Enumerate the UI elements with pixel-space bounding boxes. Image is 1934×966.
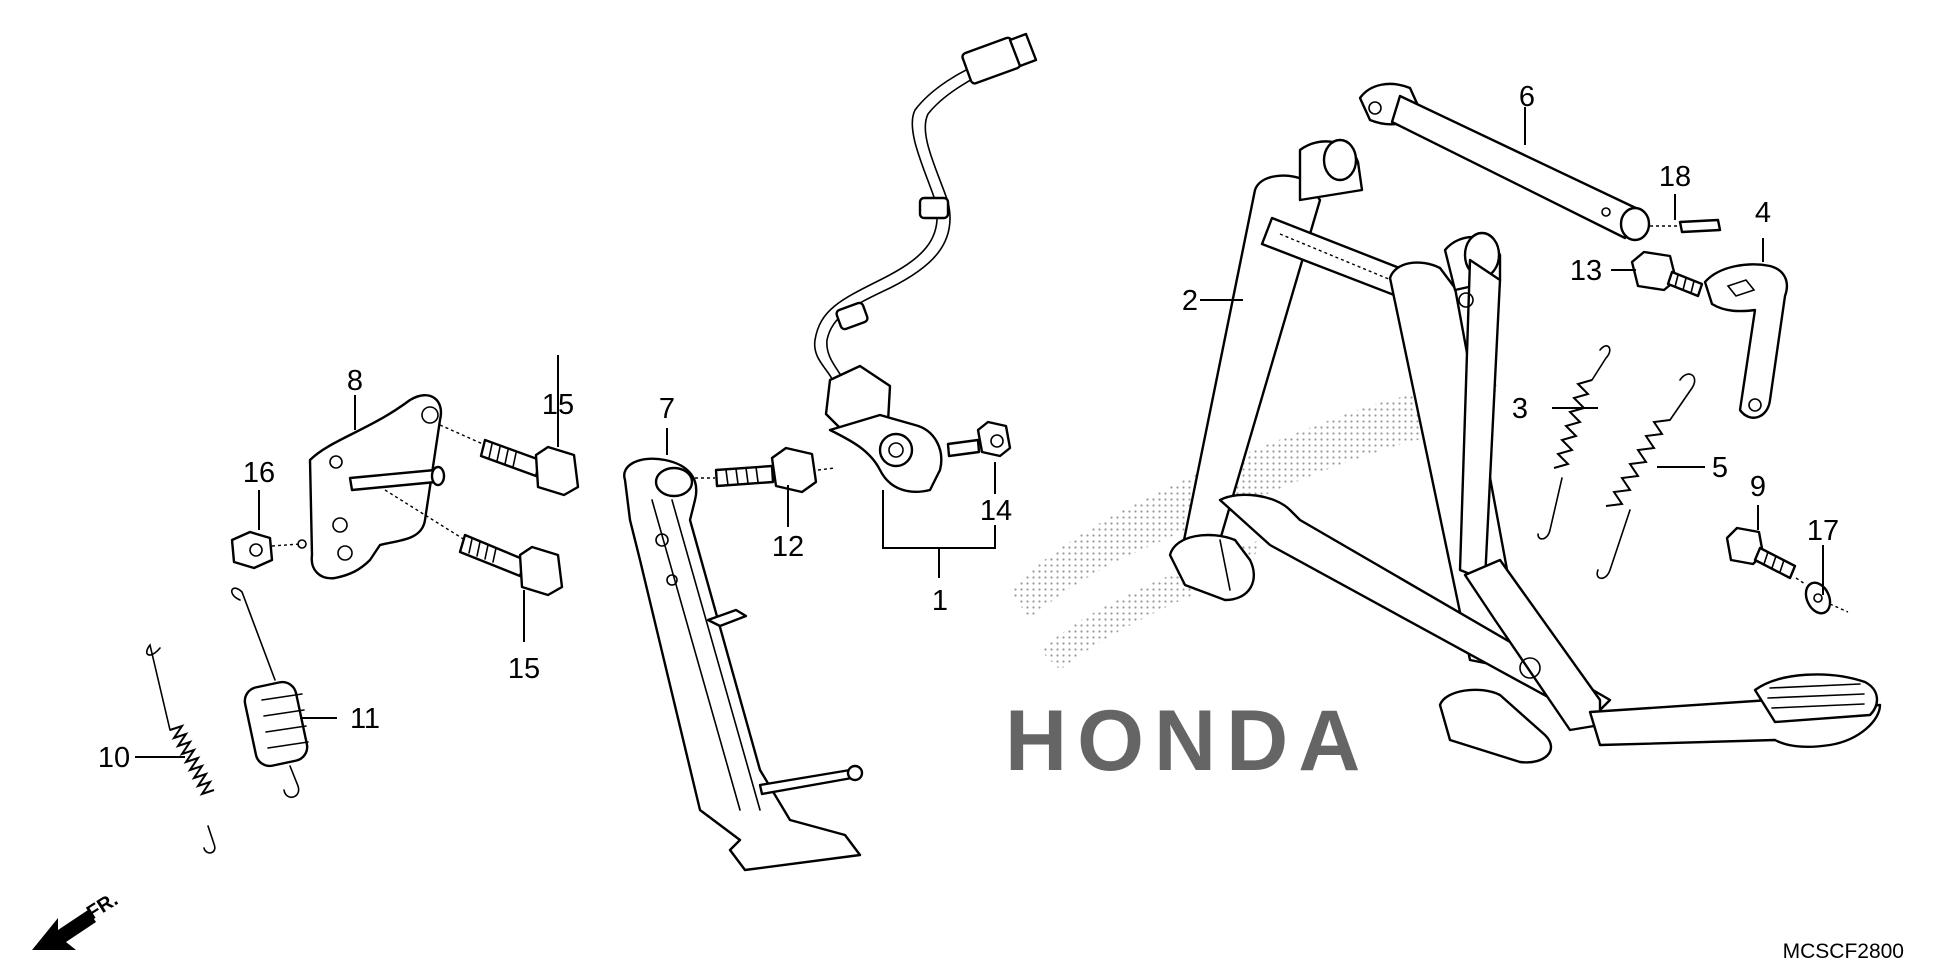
front-arrow-icon [32, 910, 96, 950]
callout-5: 5 [1712, 452, 1728, 484]
spring-part-3 [1537, 345, 1611, 540]
watermark-text: HONDA [1005, 693, 1370, 789]
callout-9: 9 [1750, 471, 1766, 503]
bracket-part-8 [308, 394, 446, 580]
nut-part-16 [230, 530, 307, 570]
callout-15-lower: 15 [508, 653, 540, 685]
callout-17: 17 [1807, 515, 1839, 547]
front-direction-indicator: FR. [32, 889, 122, 950]
leader-lines [135, 107, 1824, 758]
spring-part-10 [145, 643, 216, 854]
callout-3: 3 [1512, 393, 1528, 425]
stopper-bracket-part-4 [1703, 263, 1789, 419]
callout-13: 13 [1570, 255, 1602, 287]
pivot-pipe-part-6 [1358, 82, 1651, 242]
callout-16: 16 [243, 457, 275, 489]
callout-18: 18 [1659, 161, 1691, 193]
pin-part-18 [1650, 218, 1722, 234]
callout-2: 2 [1182, 285, 1198, 317]
bolt-part-9 [1725, 526, 1797, 580]
callout-8: 8 [347, 365, 363, 397]
callout-11: 11 [350, 703, 380, 735]
callout-1: 1 [932, 585, 948, 617]
bolt-part-15-lower [384, 489, 564, 597]
spring-part-11 [231, 587, 309, 798]
callout-12: 12 [772, 531, 804, 563]
main-stand-part-2 [1168, 138, 1882, 764]
callout-7: 7 [659, 393, 675, 425]
bolt-part-14 [946, 420, 1012, 458]
callout-14: 14 [980, 495, 1012, 527]
callout-labels: 1 2 3 4 5 6 7 8 9 10 11 12 13 14 15 15 1… [98, 81, 1839, 774]
bolt-part-15-upper [439, 424, 580, 497]
switch-part-1 [813, 32, 1038, 493]
bolt-part-13 [1630, 250, 1704, 298]
washer-part-17 [1795, 577, 1849, 615]
bolt-part-12 [695, 446, 836, 494]
diagram-reference-code: MCSCF2800 [1783, 940, 1904, 963]
spring-part-5 [1596, 373, 1696, 580]
callout-6: 6 [1519, 81, 1535, 113]
side-stand-part-7 [623, 457, 864, 872]
callout-4: 4 [1755, 197, 1771, 229]
callout-10: 10 [98, 742, 130, 774]
callout-15-upper: 15 [542, 389, 574, 421]
